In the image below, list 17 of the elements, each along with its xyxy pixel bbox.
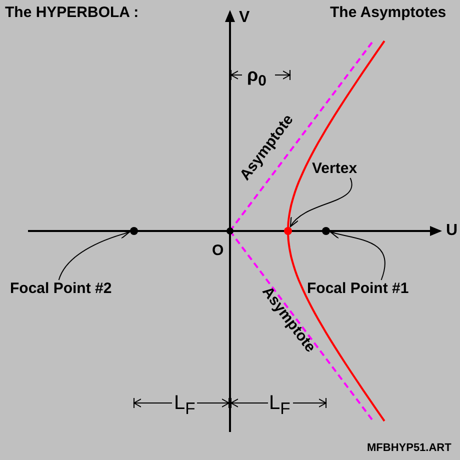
focal-point-label: Focal Point #2 (10, 281, 112, 296)
leader-line (290, 178, 352, 228)
dimension-label: L$_{F}$ (269, 393, 290, 418)
axis-label: U (446, 223, 458, 239)
leader-line (330, 230, 386, 280)
leader-line (58, 230, 130, 280)
vertex-point (284, 227, 292, 235)
dimension-label: ρ$_{0}$ (247, 66, 266, 89)
file-name: MFBHYP51.ART (367, 443, 452, 454)
focal-point (322, 227, 330, 235)
title: The HYPERBOLA : (5, 5, 139, 20)
focal-point (130, 227, 138, 235)
dimension-label: L$_{F}$ (174, 393, 196, 418)
axis-label: V (239, 10, 250, 26)
origin-label: O (212, 243, 224, 258)
subtitle: The Asymptotes (330, 5, 446, 20)
vertex-label: Vertex (312, 161, 358, 176)
